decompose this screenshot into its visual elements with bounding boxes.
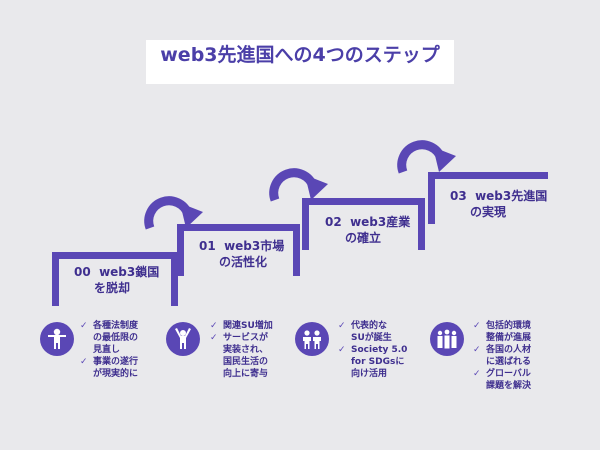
two-people-icon — [295, 322, 329, 356]
person-arms-out-icon — [40, 322, 74, 356]
person-arms-up-icon — [166, 322, 200, 356]
list-item: ✓ 包括的環境整備が進展 — [473, 321, 532, 343]
step-01-list: ✓ 関連SU増加 ✓ サービスが実装され、国民生活の向上に寄与 — [210, 320, 273, 380]
title-background — [146, 40, 454, 84]
step-01-label: 01 web3市場 の活性化 — [199, 239, 285, 269]
curved-arrow-3-head — [433, 147, 456, 172]
list-item: ✓ サービスが実装され、国民生活の向上に寄与 — [210, 333, 269, 379]
group-people-icon — [430, 322, 464, 356]
list-item: ✓ 各国の人材に選ばれる — [473, 345, 532, 367]
step-03-label: 03 web3先進国 の実現 — [450, 189, 548, 219]
list-item: ✓ 事業の遂行が現実的に — [80, 357, 139, 379]
list-item: ✓ グローバル課題を解決 — [473, 369, 532, 391]
list-item: ✓ 各種法制度の最低限の見直し — [80, 321, 139, 355]
step-03-list: ✓ 包括的環境整備が進展 ✓ 各国の人材に選ばれる ✓ グローバル課題を解決 — [473, 320, 531, 392]
step-03-block — [428, 172, 548, 224]
list-item: ✓ 関連SU増加 — [210, 321, 273, 331]
page-title: web3先進国への4つのステップ — [160, 44, 440, 66]
step-02-label: 02 web3産業 の確立 — [325, 215, 411, 245]
step-01-block — [177, 224, 300, 276]
curved-arrow-2-head — [305, 175, 328, 200]
step-02-block — [302, 198, 425, 250]
step-00-block — [52, 252, 178, 306]
step-00-label: 00 web3鎖国 を脱却 — [74, 265, 160, 295]
curved-arrow-1-head — [180, 203, 203, 228]
step-00-list: ✓ 各種法制度の最低限の見直し ✓ 事業の遂行が現実的に — [80, 320, 138, 380]
